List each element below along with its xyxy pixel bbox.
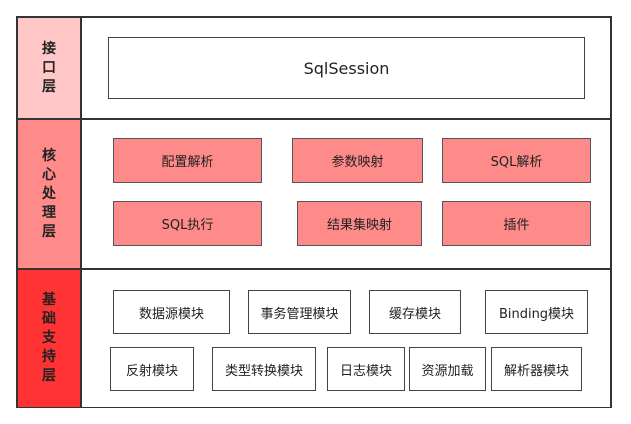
config-parse-module: 配置解析 — [113, 138, 262, 183]
sql-parse-module: SQL解析 — [442, 138, 591, 183]
transaction-module: 事务管理模块 — [248, 290, 351, 334]
sql-execute-module: SQL执行 — [113, 201, 262, 246]
type-conversion-module: 类型转换模块 — [212, 347, 316, 391]
parser-module: 解析器模块 — [491, 347, 582, 391]
base-layer — [81, 269, 611, 408]
base-layer-label: 基础支持层 — [17, 269, 81, 408]
interface-layer-title: 接口层 — [42, 40, 56, 95]
core-layer-label: 核心处理层 — [17, 119, 81, 269]
sqlsession-box: SqlSession — [108, 37, 585, 99]
logging-module: 日志模块 — [327, 347, 405, 391]
result-mapping-module: 结果集映射 — [297, 201, 422, 246]
interface-layer-label: 接口层 — [17, 17, 81, 119]
base-layer-title: 基础支持层 — [42, 292, 56, 384]
param-mapping-module: 参数映射 — [292, 138, 423, 183]
cache-module: 缓存模块 — [369, 290, 461, 334]
reflection-module: 反射模块 — [110, 347, 194, 391]
resource-loading-module: 资源加载 — [409, 347, 486, 391]
plugin-module: 插件 — [442, 201, 591, 246]
binding-module: Binding模块 — [485, 290, 588, 334]
interface-layer — [81, 17, 611, 119]
core-layer-title: 核心处理层 — [42, 147, 56, 240]
datasource-module: 数据源模块 — [113, 290, 230, 334]
